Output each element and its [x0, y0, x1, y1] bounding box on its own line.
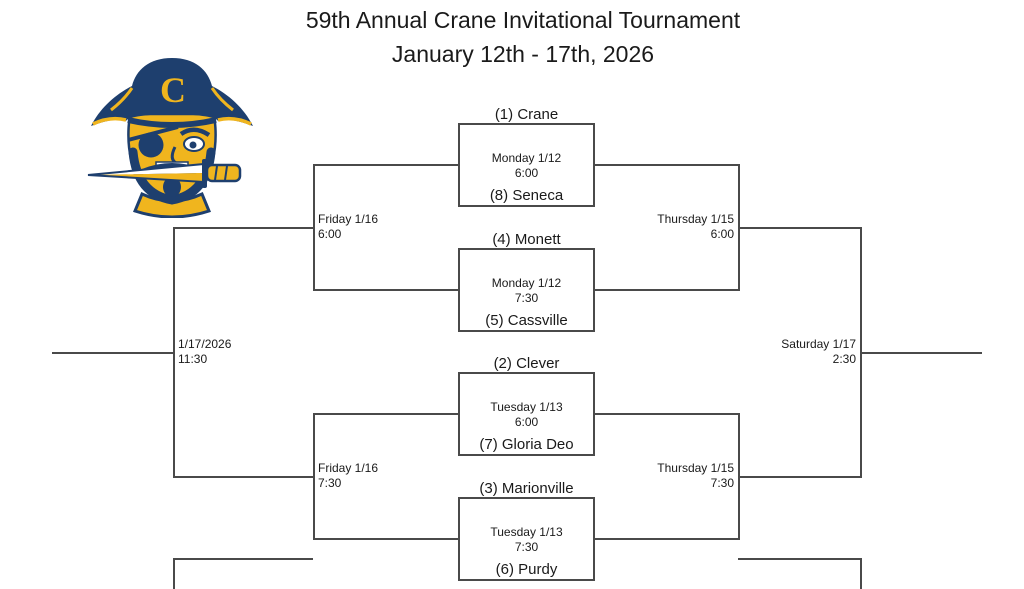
bracket-line — [595, 164, 738, 166]
bracket-line — [860, 558, 862, 589]
game-time: 6:00 — [514, 166, 539, 180]
round-label-consolation-final: 1/17/2026 11:30 — [178, 337, 231, 367]
bracket-line — [173, 558, 313, 560]
bracket-line — [595, 289, 738, 291]
bracket-line — [738, 476, 860, 478]
game-time: 7:30 — [514, 540, 539, 554]
hat-accent-right — [210, 87, 234, 112]
round-time: 11:30 — [178, 352, 208, 366]
round-date: Friday 1/16 — [318, 461, 379, 475]
hat-accent-left — [110, 87, 134, 112]
game-schedule: Monday 1/12 7:30 — [460, 276, 593, 306]
game-box-4: (3) Marionville Tuesday 1/13 7:30 (6) Pu… — [458, 480, 595, 581]
bracket-line — [595, 538, 738, 540]
round-date: Friday 1/16 — [318, 212, 379, 226]
knife-guard — [202, 159, 207, 188]
game-schedule: Tuesday 1/13 7:30 — [460, 525, 593, 555]
bracket-line — [313, 538, 458, 540]
bracket-line — [313, 289, 458, 291]
hat-trim-left — [92, 116, 127, 126]
team-seed-label: (6) Purdy — [495, 561, 558, 578]
round-time: 6:00 — [710, 227, 734, 241]
game-date: Monday 1/12 — [491, 151, 562, 165]
bracket-line — [738, 558, 860, 560]
game-schedule: Tuesday 1/13 6:00 — [460, 400, 593, 430]
hat-brim — [127, 117, 217, 128]
round-date: Thursday 1/15 — [657, 212, 734, 226]
round-time: 7:30 — [710, 476, 734, 490]
bracket-line — [173, 476, 313, 478]
game-box-2: (4) Monett Monday 1/12 7:30 (5) Cassvill… — [458, 231, 595, 332]
bracket-line — [595, 413, 738, 415]
round-label-consolation-semi-top: Friday 1/16 6:00 — [318, 212, 378, 242]
round-time: 6:00 — [318, 227, 342, 241]
game-box-1: (1) Crane Monday 1/12 6:00 (8) Seneca — [458, 106, 595, 207]
bracket-line — [313, 164, 458, 166]
bracket-line — [313, 413, 315, 540]
page-subtitle: January 12th - 17th, 2026 — [391, 41, 655, 67]
pupil — [189, 141, 197, 149]
game-date: Tuesday 1/13 — [490, 400, 563, 414]
team-seed-label: (3) Marionville — [479, 480, 574, 497]
team-seed-label: (1) Crane — [494, 106, 559, 123]
bracket-line — [173, 558, 175, 589]
round-time: 2:30 — [832, 352, 856, 366]
bracket-line — [173, 227, 175, 478]
eyepatch-icon — [138, 132, 164, 158]
round-date: Saturday 1/17 — [781, 337, 856, 351]
game-time: 7:30 — [514, 291, 539, 305]
team-seed-label: (5) Cassville — [485, 312, 568, 329]
game-date: Tuesday 1/13 — [490, 525, 563, 539]
round-label-championship-final: Saturday 1/17 2:30 — [781, 337, 856, 367]
game-time: 6:00 — [514, 415, 539, 429]
champion-line-right — [860, 352, 982, 354]
team-seed-label: (2) Clever — [493, 355, 560, 372]
page-title: 59th Annual Crane Invitational Tournamen… — [305, 7, 741, 33]
round-label-championship-semi-bottom: Thursday 1/15 7:30 — [657, 461, 734, 491]
round-label-consolation-semi-bottom: Friday 1/16 7:30 — [318, 461, 378, 491]
crane-pirate-logo: C — [87, 58, 253, 218]
bracket-line — [313, 413, 458, 415]
chin-tuft — [163, 177, 181, 197]
hat-letter: C — [160, 70, 186, 110]
team-seed-label: (8) Seneca — [489, 187, 564, 204]
knife-handle — [205, 163, 242, 183]
round-label-championship-semi-top: Thursday 1/15 6:00 — [657, 212, 734, 242]
hat-trim-right — [217, 116, 252, 126]
knife-grip-line — [214, 165, 218, 181]
team-seed-label: (7) Gloria Deo — [479, 436, 574, 453]
champion-line-left — [52, 352, 173, 354]
eyebrow — [179, 127, 211, 137]
team-seed-label: (4) Monett — [492, 231, 561, 248]
bracket-line — [313, 164, 315, 291]
round-date: Thursday 1/15 — [657, 461, 734, 475]
pirate-hat — [91, 58, 253, 126]
game-box-3: (2) Clever Tuesday 1/13 6:00 (7) Gloria … — [458, 355, 595, 456]
knife-grip-line — [224, 165, 228, 181]
game-date: Monday 1/12 — [491, 276, 562, 290]
round-date: 1/17/2026 — [178, 337, 232, 351]
bracket-line — [173, 227, 313, 229]
bracket-line — [738, 227, 860, 229]
game-schedule: Monday 1/12 6:00 — [460, 151, 593, 181]
round-time: 7:30 — [318, 476, 342, 490]
